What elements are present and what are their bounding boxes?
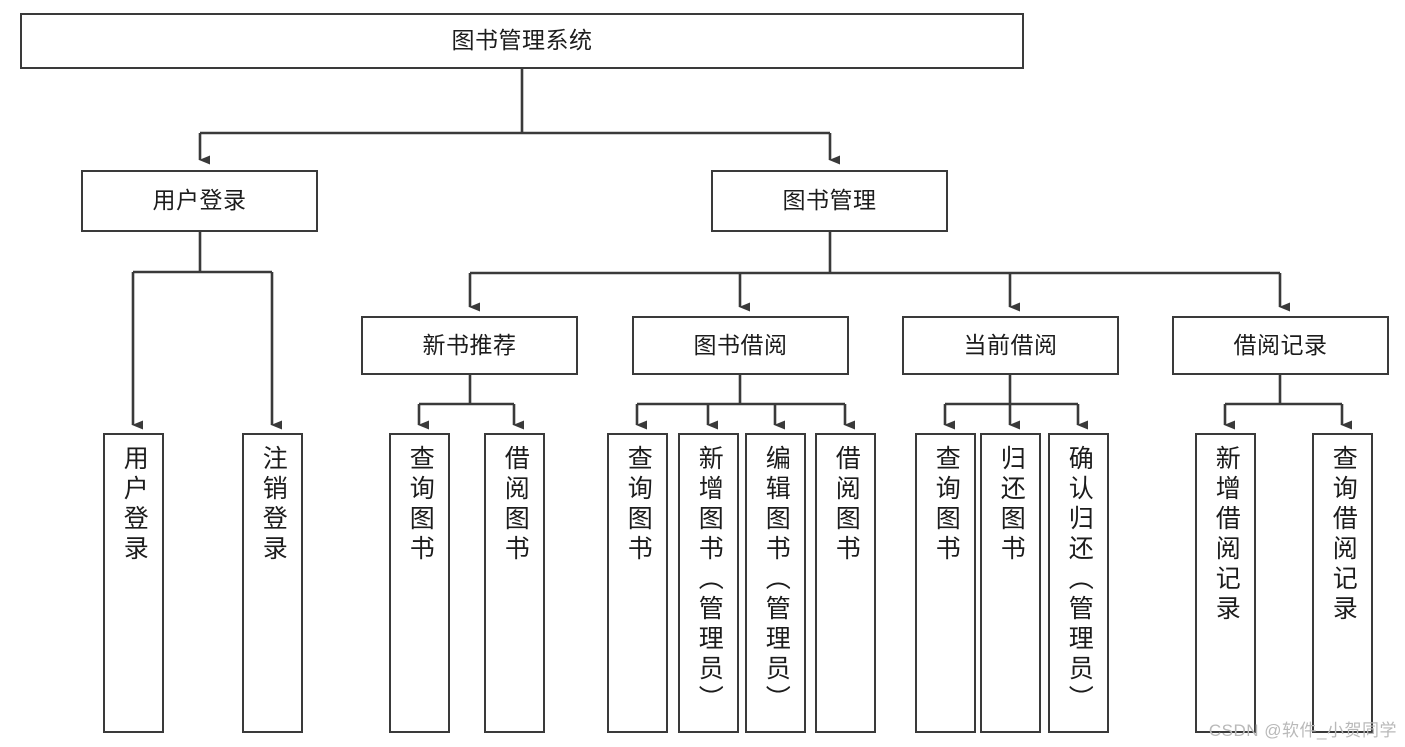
leaf-user-login[interactable]: 用户登录 bbox=[103, 433, 164, 733]
leaf-borrow-edit-book-admin[interactable]: 编辑图书（管理员） bbox=[745, 433, 806, 733]
node-book-management[interactable]: 图书管理 bbox=[711, 170, 948, 232]
leaf-record-query-record[interactable]: 查询借阅记录 bbox=[1312, 433, 1373, 733]
leaf-borrow-query-book[interactable]: 查询图书 bbox=[607, 433, 668, 733]
leaf-user-logout-label: 注销登录 bbox=[259, 445, 288, 565]
node-book-management-label: 图书管理 bbox=[782, 187, 877, 214]
node-new-book-recommend-label: 新书推荐 bbox=[422, 331, 517, 358]
node-root[interactable]: 图书管理系统 bbox=[20, 13, 1024, 69]
leaf-current-query-book-label: 查询图书 bbox=[932, 445, 961, 565]
node-user-login-label: 用户登录 bbox=[152, 187, 247, 214]
leaf-record-add-record-label: 新增借阅记录 bbox=[1212, 445, 1241, 625]
leaf-current-query-book[interactable]: 查询图书 bbox=[915, 433, 976, 733]
leaf-borrow-borrow-book-label: 借阅图书 bbox=[832, 445, 861, 565]
leaf-borrow-query-book-label: 查询图书 bbox=[624, 445, 653, 565]
node-root-label: 图书管理系统 bbox=[451, 27, 593, 54]
leaf-newbook-borrow-book[interactable]: 借阅图书 bbox=[484, 433, 545, 733]
leaf-borrow-add-book-admin-label: 新增图书（管理员） bbox=[695, 445, 724, 715]
leaf-borrow-edit-book-admin-label: 编辑图书（管理员） bbox=[762, 445, 791, 715]
node-borrow-record-label: 借阅记录 bbox=[1233, 331, 1328, 358]
leaf-current-confirm-return-admin[interactable]: 确认归还（管理员） bbox=[1048, 433, 1109, 733]
node-new-book-recommend[interactable]: 新书推荐 bbox=[361, 316, 578, 375]
leaf-user-login-label: 用户登录 bbox=[120, 445, 149, 565]
leaf-record-add-record[interactable]: 新增借阅记录 bbox=[1195, 433, 1256, 733]
node-book-borrow[interactable]: 图书借阅 bbox=[632, 316, 849, 375]
node-user-login[interactable]: 用户登录 bbox=[81, 170, 318, 232]
leaf-borrow-add-book-admin[interactable]: 新增图书（管理员） bbox=[678, 433, 739, 733]
node-current-borrow-label: 当前借阅 bbox=[963, 331, 1058, 358]
leaf-user-logout[interactable]: 注销登录 bbox=[242, 433, 303, 733]
node-borrow-record[interactable]: 借阅记录 bbox=[1172, 316, 1389, 375]
node-book-borrow-label: 图书借阅 bbox=[693, 331, 788, 358]
leaf-current-return-book-label: 归还图书 bbox=[997, 445, 1026, 565]
leaf-borrow-borrow-book[interactable]: 借阅图书 bbox=[815, 433, 876, 733]
leaf-newbook-query-book[interactable]: 查询图书 bbox=[389, 433, 450, 733]
leaf-record-query-record-label: 查询借阅记录 bbox=[1329, 445, 1358, 625]
node-current-borrow[interactable]: 当前借阅 bbox=[902, 316, 1119, 375]
leaf-current-return-book[interactable]: 归还图书 bbox=[980, 433, 1041, 733]
leaf-current-confirm-return-admin-label: 确认归还（管理员） bbox=[1065, 445, 1094, 715]
leaf-newbook-query-book-label: 查询图书 bbox=[406, 445, 435, 565]
leaf-newbook-borrow-book-label: 借阅图书 bbox=[501, 445, 530, 565]
csdn-watermark: CSDN @软件_小贺同学 bbox=[1208, 721, 1397, 740]
